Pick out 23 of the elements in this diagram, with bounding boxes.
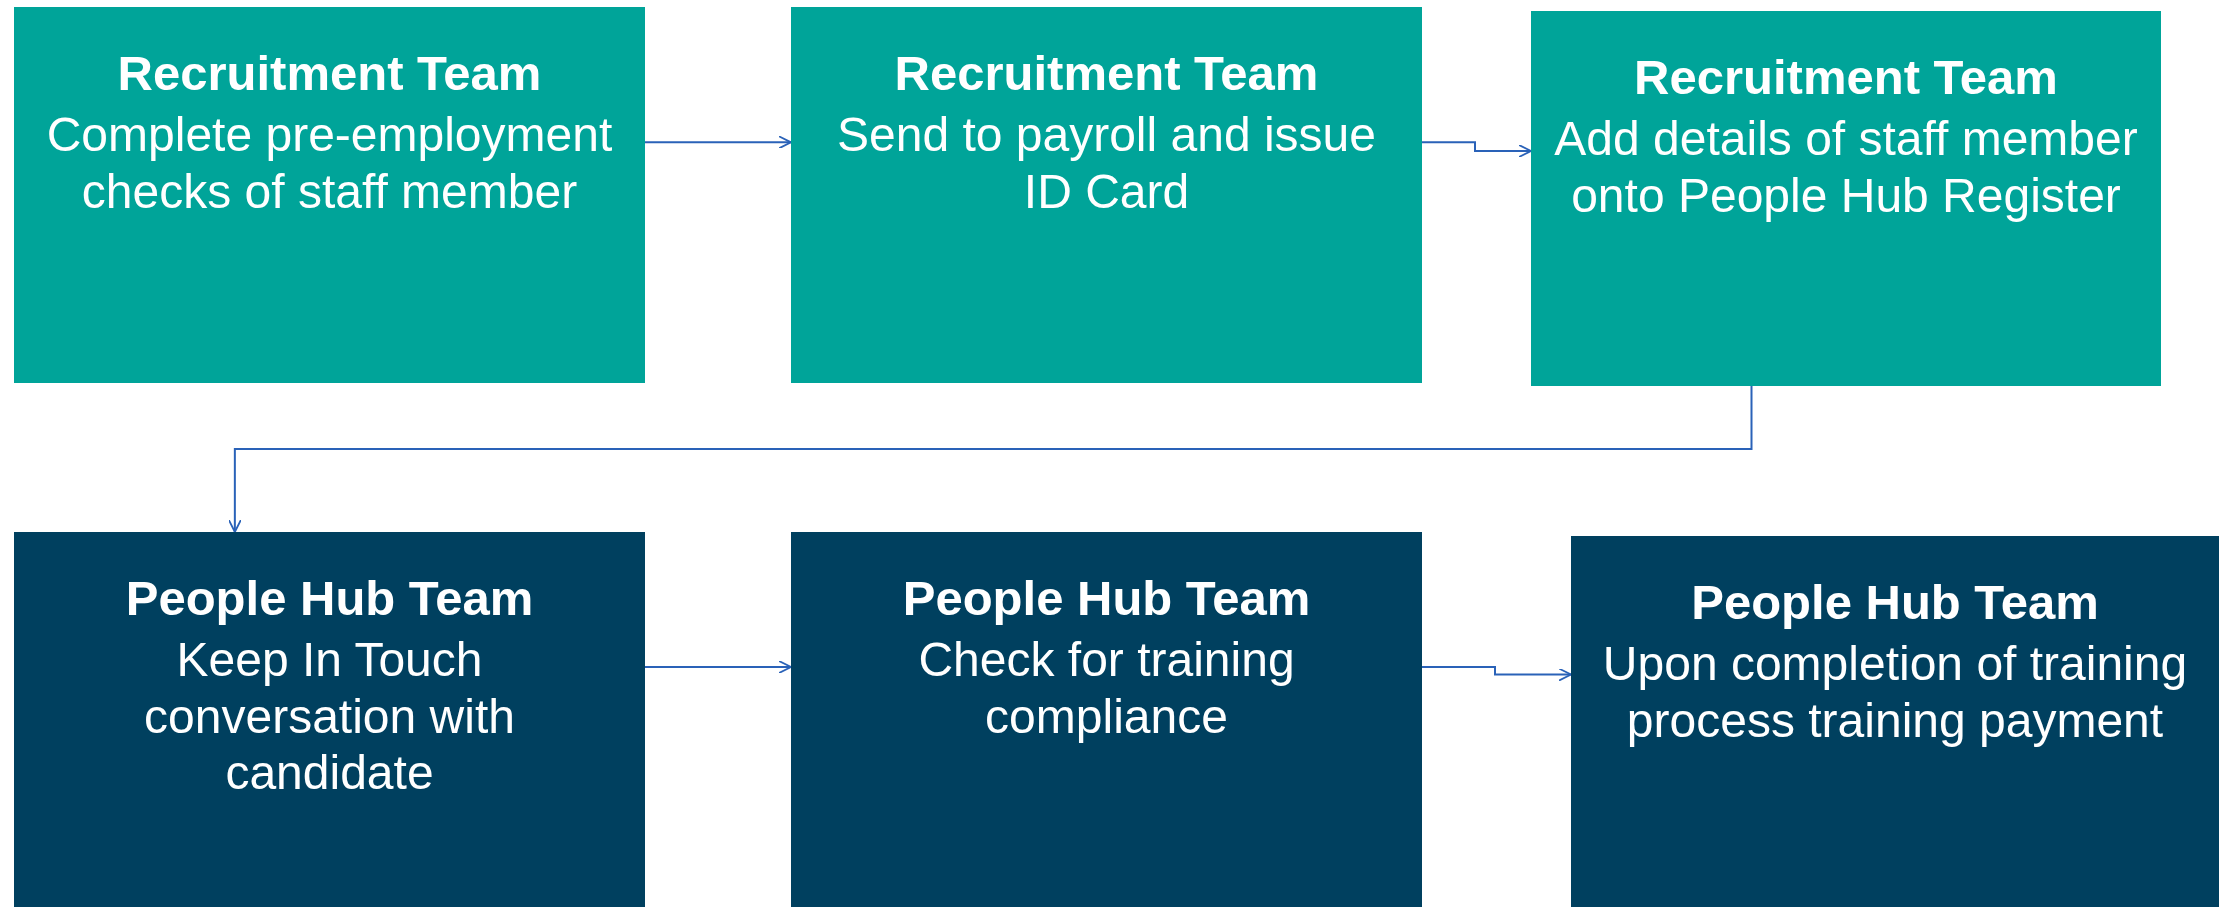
step-description: Keep In Touch conversation with candidate — [143, 632, 516, 801]
process-box — [1531, 11, 2161, 386]
step-description: Upon completion of training process training payment — [1601, 636, 2189, 749]
team-heading: People Hub Team — [1691, 574, 2099, 631]
arrow — [1421, 141, 1532, 158]
step-description: Add details of staff member onto People Hub Register — [1553, 111, 2139, 224]
process-box — [1571, 536, 2219, 907]
team-heading: People Hub Team — [125, 570, 534, 627]
arrow — [644, 135, 792, 150]
team-heading: Recruitment Team — [117, 45, 542, 102]
team-heading: Recruitment Team — [1634, 49, 2058, 106]
arrow — [1421, 666, 1572, 682]
arrow — [644, 660, 792, 674]
process-box — [14, 532, 645, 907]
process-box — [791, 532, 1422, 907]
step-description: Check for training compliance — [917, 632, 1296, 745]
process-box — [791, 7, 1422, 383]
process-box — [14, 7, 645, 383]
arrow — [227, 385, 1753, 533]
team-heading: People Hub Team — [902, 570, 1311, 627]
step-description: Complete pre-employment checks of staff member — [45, 107, 614, 220]
step-description: Send to payroll and issue ID Card — [836, 107, 1377, 220]
team-heading: Recruitment Team — [894, 45, 1319, 102]
